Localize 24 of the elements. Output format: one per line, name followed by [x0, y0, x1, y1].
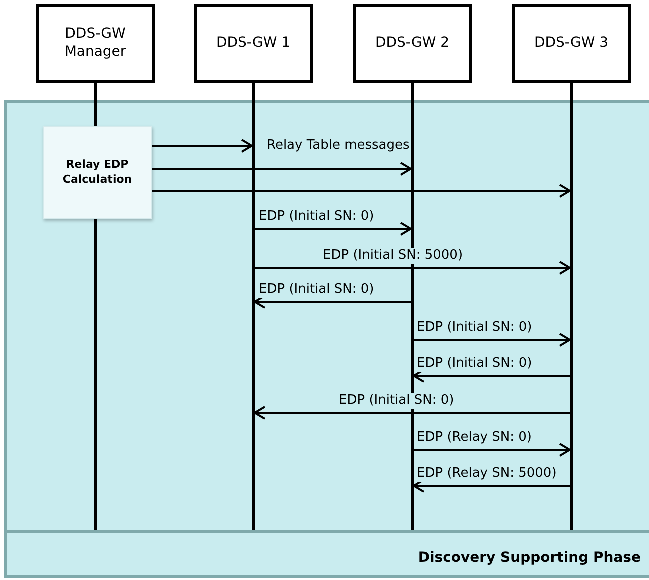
edge-label: EDP (Initial SN: 0) — [258, 209, 376, 225]
message-arrow — [149, 139, 253, 153]
edge-label: EDP (Relay SN: 5000) — [416, 466, 558, 482]
message-arrow — [149, 184, 571, 198]
edge-label: EDP (Initial SN: 0) — [416, 320, 534, 336]
participant-box: DDS-GW Manager — [36, 4, 155, 83]
edge-label: EDP (Initial SN: 0) — [338, 393, 456, 409]
message-arrow — [149, 162, 412, 176]
message-arrow — [414, 333, 571, 347]
edge-label: EDP (Initial SN: 0) — [258, 282, 376, 298]
edge-label: EDP (Initial SN: 0) — [416, 356, 534, 372]
participant-box: DDS-GW 1 — [194, 4, 313, 83]
phase-title: Discovery Supporting Phase — [418, 550, 641, 566]
edge-label: Relay Table messages — [266, 138, 411, 154]
message-arrow — [254, 406, 570, 420]
message-arrow — [255, 222, 412, 236]
participant-box: DDS-GW 3 — [512, 4, 631, 83]
edge-label: EDP (Relay SN: 0) — [416, 430, 533, 446]
phase-panel — [4, 100, 649, 578]
message-arrow — [255, 261, 571, 275]
process-box: Relay EDP Calculation — [43, 126, 152, 219]
participant-box: DDS-GW 2 — [353, 4, 472, 83]
message-arrow — [414, 443, 571, 457]
edge-label: EDP (Initial SN: 5000) — [322, 248, 464, 264]
